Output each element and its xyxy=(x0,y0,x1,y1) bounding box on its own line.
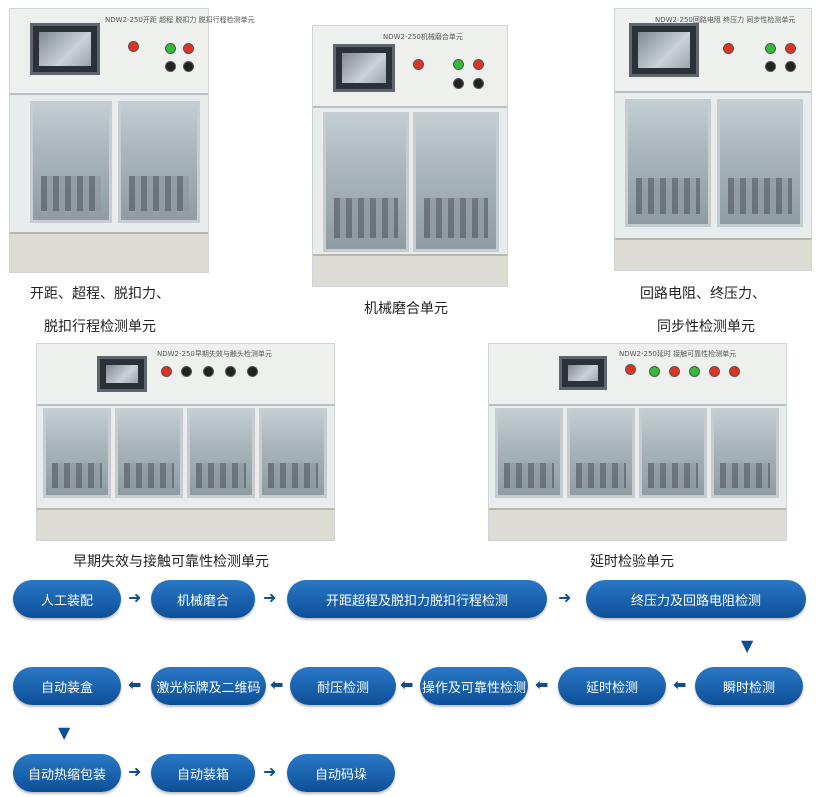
step-auto-shrink-wrap: 自动热缩包装 xyxy=(13,754,121,792)
machine-plate-3: NDW2-250回路电阻 终压力 同步性检测单元 xyxy=(655,16,796,24)
caption-photo-1-line-2: 脱扣行程检测单元 xyxy=(44,319,156,335)
step-manual-assembly: 人工装配 xyxy=(13,580,121,618)
step-operation-reliability-test: 操作及可靠性检测 xyxy=(420,667,528,705)
machine-plate-5: NDW2-250延时 接触可靠性检测单元 xyxy=(619,350,737,358)
caption-photo-4: 早期失效与接触可靠性检测单元 xyxy=(73,554,269,570)
step-auto-palletizing: 自动码垛 xyxy=(287,754,395,792)
arrow-right-icon: ➜ xyxy=(558,588,572,607)
arrow-right-icon: ➜ xyxy=(263,588,277,607)
machine-plate-1: NDW2-250开距 超程 脱扣力 脱扣行程检测单元 xyxy=(105,16,255,24)
arrow-right-icon: ➜ xyxy=(128,588,142,607)
machine-photo-2: NDW2-250机械磨合单元 xyxy=(312,25,508,287)
step-auto-boxing: 自动装盒 xyxy=(13,667,121,705)
step-withstand-voltage-test: 耐压检测 xyxy=(290,667,396,705)
step-laser-label-qr: 激光标牌及二维码 xyxy=(151,667,266,705)
machine-photo-3: NDW2-250回路电阻 终压力 同步性检测单元 xyxy=(614,8,812,271)
step-auto-cartoning: 自动装箱 xyxy=(151,754,255,792)
arrow-left-icon: ⬅ xyxy=(673,675,687,694)
caption-photo-5: 延时检验单元 xyxy=(590,554,674,570)
machine-photo-4: NDW2-250早期失效与触头检测单元 xyxy=(36,343,335,541)
machine-plate-2: NDW2-250机械磨合单元 xyxy=(383,33,463,41)
caption-photo-1-line-1: 开距、超程、脱扣力、 xyxy=(30,286,170,302)
arrow-down-icon: ▼ xyxy=(741,636,754,655)
machine-plate-4: NDW2-250早期失效与触头检测单元 xyxy=(157,350,272,358)
arrow-down-icon: ▼ xyxy=(58,723,71,742)
arrow-left-icon: ⬅ xyxy=(400,675,414,694)
step-delay-test: 延时检测 xyxy=(558,667,666,705)
caption-photo-3-line-2: 同步性检测单元 xyxy=(657,319,755,335)
arrow-left-icon: ⬅ xyxy=(535,675,549,694)
arrow-left-icon: ⬅ xyxy=(270,675,284,694)
step-instantaneous-test: 瞬时检测 xyxy=(695,667,803,705)
machine-photo-5: NDW2-250延时 接触可靠性检测单元 xyxy=(488,343,787,541)
step-mechanical-run-in: 机械磨合 xyxy=(151,580,255,618)
caption-photo-3-line-1: 回路电阻、终压力、 xyxy=(640,286,766,302)
machine-photo-1: NDW2-250开距 超程 脱扣力 脱扣行程检测单元 xyxy=(9,8,255,273)
caption-photo-2: 机械磨合单元 xyxy=(364,301,448,317)
arrow-left-icon: ⬅ xyxy=(128,675,142,694)
step-gap-overtravel-trip-test: 开距超程及脱扣力脱扣行程检测 xyxy=(287,580,547,618)
arrow-right-icon: ➜ xyxy=(263,762,277,781)
step-final-pressure-loop-resistance: 终压力及回路电阻检测 xyxy=(586,580,806,618)
arrow-right-icon: ➜ xyxy=(128,762,142,781)
